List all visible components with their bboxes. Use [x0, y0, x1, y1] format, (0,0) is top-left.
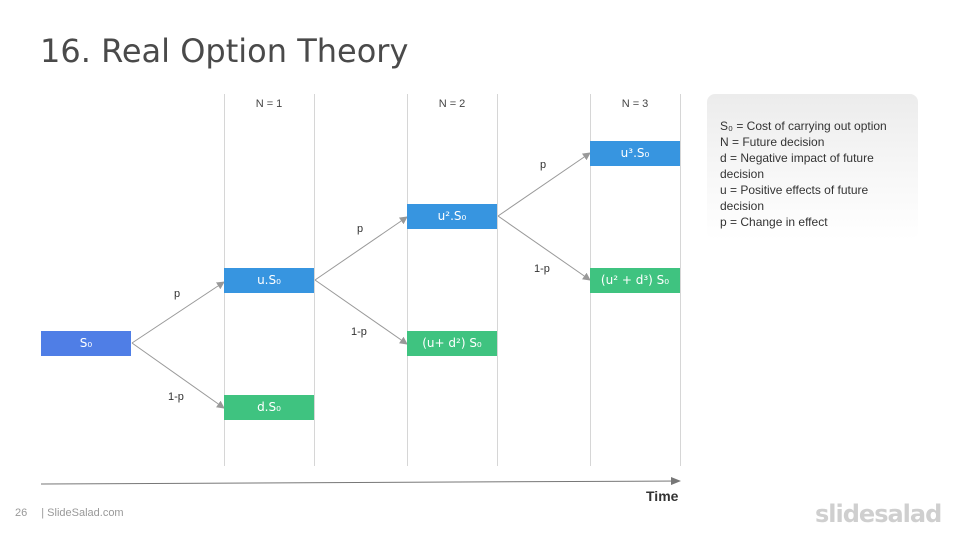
footer: 26 | SlideSalad.com	[15, 507, 124, 519]
legend-item: p = Change in effect	[720, 215, 828, 229]
stage-label-n2: N = 2	[438, 98, 466, 110]
stage-label-n3: N = 3	[621, 98, 649, 110]
prob-label-p: p	[174, 288, 181, 300]
node-u2-s0: u².S₀	[407, 204, 497, 229]
legend-box: S₀ = Cost of carrying out option N = Fut…	[707, 94, 918, 240]
page-number: 26	[15, 507, 28, 519]
stage-divider	[314, 94, 315, 466]
node-s0: S₀	[41, 331, 131, 356]
time-axis	[40, 477, 681, 486]
time-axis-label: Time	[646, 488, 679, 504]
footer-credit: | SlideSalad.com	[41, 507, 124, 519]
brand-logo: slidesalad	[815, 500, 942, 528]
stage-divider	[407, 94, 408, 466]
stage-divider	[680, 94, 681, 466]
node-ud2-s0: (u+ d²) S₀	[407, 331, 497, 356]
edge-u2s0-down	[497, 215, 591, 281]
legend-item: N = Future decision	[720, 135, 825, 149]
node-u-s0: u.S₀	[224, 268, 314, 293]
prob-label-p: p	[357, 223, 364, 235]
slide-title: 16. Real Option Theory	[40, 32, 409, 70]
prob-label-1-p: 1-p	[351, 326, 367, 338]
edge-u2s0-up	[497, 152, 591, 217]
edge-s0-down	[131, 342, 225, 409]
legend-item: S₀ = Cost of carrying out option	[720, 119, 887, 133]
stage-label-n1: N = 1	[255, 98, 283, 110]
node-u3-s0: u³.S₀	[590, 141, 680, 166]
prob-label-p: p	[540, 159, 547, 171]
edge-s0-up	[131, 281, 225, 344]
prob-label-1-p: 1-p	[168, 391, 184, 403]
edge-us0-down	[314, 279, 408, 345]
node-u2d3-s0: (u² + d³) S₀	[590, 268, 680, 293]
stage-divider	[497, 94, 498, 466]
edge-us0-up	[314, 216, 408, 281]
legend-item: u = Positive effects of future decision	[720, 183, 869, 213]
legend-item: d = Negative impact of future decision	[720, 151, 874, 181]
prob-label-1-p: 1-p	[534, 263, 550, 275]
node-d-s0: d.S₀	[224, 395, 314, 420]
